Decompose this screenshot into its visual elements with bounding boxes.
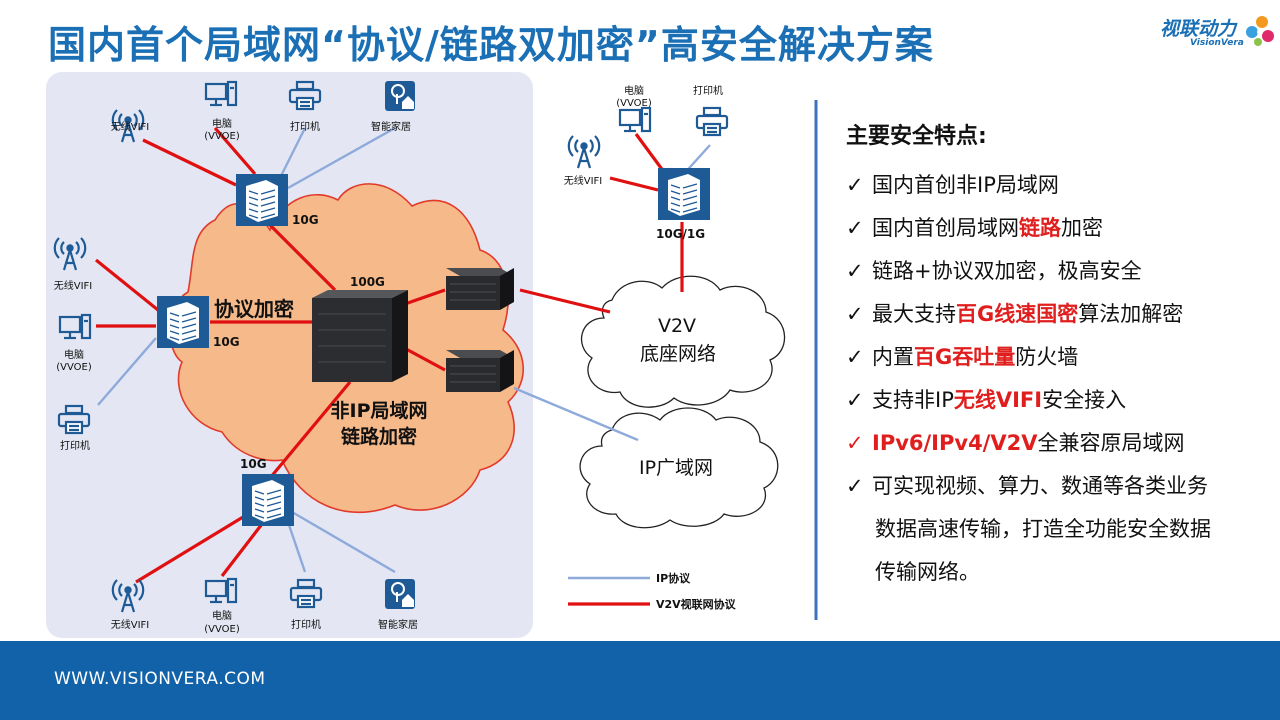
check-icon: ✓ — [846, 431, 864, 455]
feature-text: 全兼容原局域网 — [1037, 431, 1185, 455]
pc-top-label: 电脑 — [212, 117, 232, 130]
feature-title: 主要安全特点: — [846, 124, 987, 149]
feature-text: 百G线速国密 — [956, 302, 1079, 326]
printer-left-label: 打印机 — [60, 439, 90, 452]
feature-text: 内置 — [872, 345, 914, 369]
feature-item: ✓ 国内首创局域网链路加密 — [846, 207, 1266, 250]
pc-left-label: 电脑 — [64, 348, 84, 361]
legend-ip-label: IP协议 — [656, 571, 691, 585]
link-speed-right: 10G/1G — [656, 227, 705, 241]
feature-text: 最大支持 — [872, 302, 956, 326]
smart-home-top-label: 智能家居 — [371, 120, 411, 133]
feature-text: 防火墙 — [1015, 345, 1079, 369]
wifi-top-label: 无线VIFI — [111, 120, 150, 133]
network-diagram: 无线VIFI 电脑 (VVOE) 打印机 智能家居 无线VIFI 电脑 (VVO… — [46, 72, 818, 638]
pc-top-vvoe: (VVOE) — [204, 131, 240, 142]
check-icon: ✓ — [846, 302, 864, 326]
footer-bar: WWW.VISIONVERA.COM — [0, 641, 1280, 720]
feature-continuation-2: 传输网络。 — [875, 560, 980, 584]
link-speed-top: 10G — [292, 213, 319, 227]
ip-wan-cloud-label: IP广域网 — [639, 457, 713, 479]
switch-bottom-icon — [241, 473, 295, 527]
feature-item: ✓ 最大支持百G线速国密算法加解密 — [846, 293, 1266, 336]
feature-list: ✓ 国内首创非IP局域网 ✓ 国内首创局域网链路加密 ✓ 链路+协议双加密，极高安全 ✓ 最大… — [846, 164, 1266, 508]
lan-cloud-label-2: 链路加密 — [341, 425, 417, 448]
feature-text: 链路 — [1019, 216, 1061, 240]
feature-text: 无线VIFI — [953, 388, 1043, 412]
feature-item: ✓ 内置百G吞吐量防火墙 — [846, 336, 1266, 379]
smart-home-top-icon — [384, 80, 416, 112]
wifi-bottom-label: 无线VIFI — [111, 618, 150, 631]
feature-continuation-1: 数据高速传输，打造全功能安全数据 — [875, 517, 1211, 541]
legend-v2v-label: V2V视联网协议 — [656, 597, 737, 611]
v2v-cloud — [581, 275, 786, 408]
page-title: 国内首个局域网“协议/链路双加密”高安全解决方案 — [48, 23, 934, 67]
feature-text: 国内首创局域网 — [872, 216, 1019, 240]
link-speed-core: 100G — [350, 275, 385, 289]
switch-right-icon — [657, 167, 711, 221]
feature-item: ✓ 链路+协议双加密，极高安全 — [846, 250, 1266, 293]
smart-home-bottom-icon — [384, 578, 416, 610]
switch-left-icon — [156, 295, 210, 349]
lan-cloud-label-1: 非IP局域网 — [331, 399, 428, 422]
pc-right-icon — [618, 106, 652, 133]
protocol-encryption-label: 协议加密 — [214, 297, 294, 321]
v2v-cloud-label-1: V2V — [658, 315, 696, 337]
v2v-cloud-label-2: 底座网络 — [640, 343, 716, 365]
check-icon: ✓ — [846, 259, 864, 283]
printer-right-icon — [695, 106, 729, 137]
feature-item: ✓ 可实现视频、算力、数通等各类业务 — [846, 465, 1266, 508]
pc-bottom-vvoe: (VVOE) — [204, 624, 240, 635]
wifi-right-icon — [567, 134, 601, 170]
feature-item: ✓ 国内首创非IP局域网 — [846, 164, 1266, 207]
check-icon: ✓ — [846, 388, 864, 412]
printer-top-label: 打印机 — [290, 120, 320, 133]
pc-bottom-label: 电脑 — [212, 609, 232, 622]
feature-text: 安全接入 — [1042, 388, 1127, 412]
feature-panel: 主要安全特点: ✓ 国内首创非IP局域网 ✓ 国内首创局域网链路加密 ✓ 链路+协议双加密… — [846, 118, 1266, 594]
feature-text: 可实现视频、算力、数通等各类业务 — [872, 474, 1208, 498]
logo-cn: 视联动力 — [1160, 18, 1237, 40]
link-speed-left: 10G — [213, 335, 240, 349]
logo-en: VisionVera — [1190, 38, 1244, 48]
pc-left-vvoe: (VVOE) — [56, 362, 92, 373]
feature-text: 加密 — [1061, 216, 1103, 240]
link-speed-bottom: 10G — [240, 457, 267, 471]
feature-item: ✓ IPv6/IPv4/V2V全兼容原局域网 — [846, 422, 1266, 465]
ip-links — [97, 126, 711, 580]
wifi-right-label: 无线VIFI — [564, 174, 603, 187]
printer-right-label: 打印机 — [693, 84, 723, 97]
ip-wan-cloud — [579, 407, 779, 529]
wifi-left-label: 无线VIFI — [54, 279, 93, 292]
feature-item: ✓ 支持非IP无线VIFI安全接入 — [846, 379, 1266, 422]
feature-text: 链路+协议双加密，极高安全 — [872, 259, 1142, 283]
check-icon: ✓ — [846, 173, 864, 197]
feature-text: 算法加解密 — [1078, 302, 1184, 326]
feature-text: 百G吞吐量 — [914, 345, 1016, 369]
pc-right-vvoe: (VVOE) — [616, 98, 652, 109]
check-icon: ✓ — [846, 345, 864, 369]
feature-text: IPv6/IPv4/V2V — [872, 431, 1038, 455]
feature-text: 支持非IP — [872, 388, 954, 412]
pc-right-label: 电脑 — [624, 84, 644, 97]
core-router-icon — [312, 290, 408, 382]
v2v-links — [94, 126, 684, 606]
printer-bottom-label: 打印机 — [291, 618, 321, 631]
visionvera-logo: 视联动力 VisionVera — [1160, 8, 1276, 52]
footer-url: WWW.VISIONVERA.COM — [54, 669, 266, 689]
smart-home-bottom-label: 智能家居 — [378, 618, 418, 631]
switch-top-icon — [235, 173, 289, 227]
check-icon: ✓ — [846, 216, 864, 240]
check-icon: ✓ — [846, 474, 864, 498]
logo-flower-icon — [1246, 16, 1274, 46]
feature-text: 国内首创非IP局域网 — [872, 173, 1059, 197]
